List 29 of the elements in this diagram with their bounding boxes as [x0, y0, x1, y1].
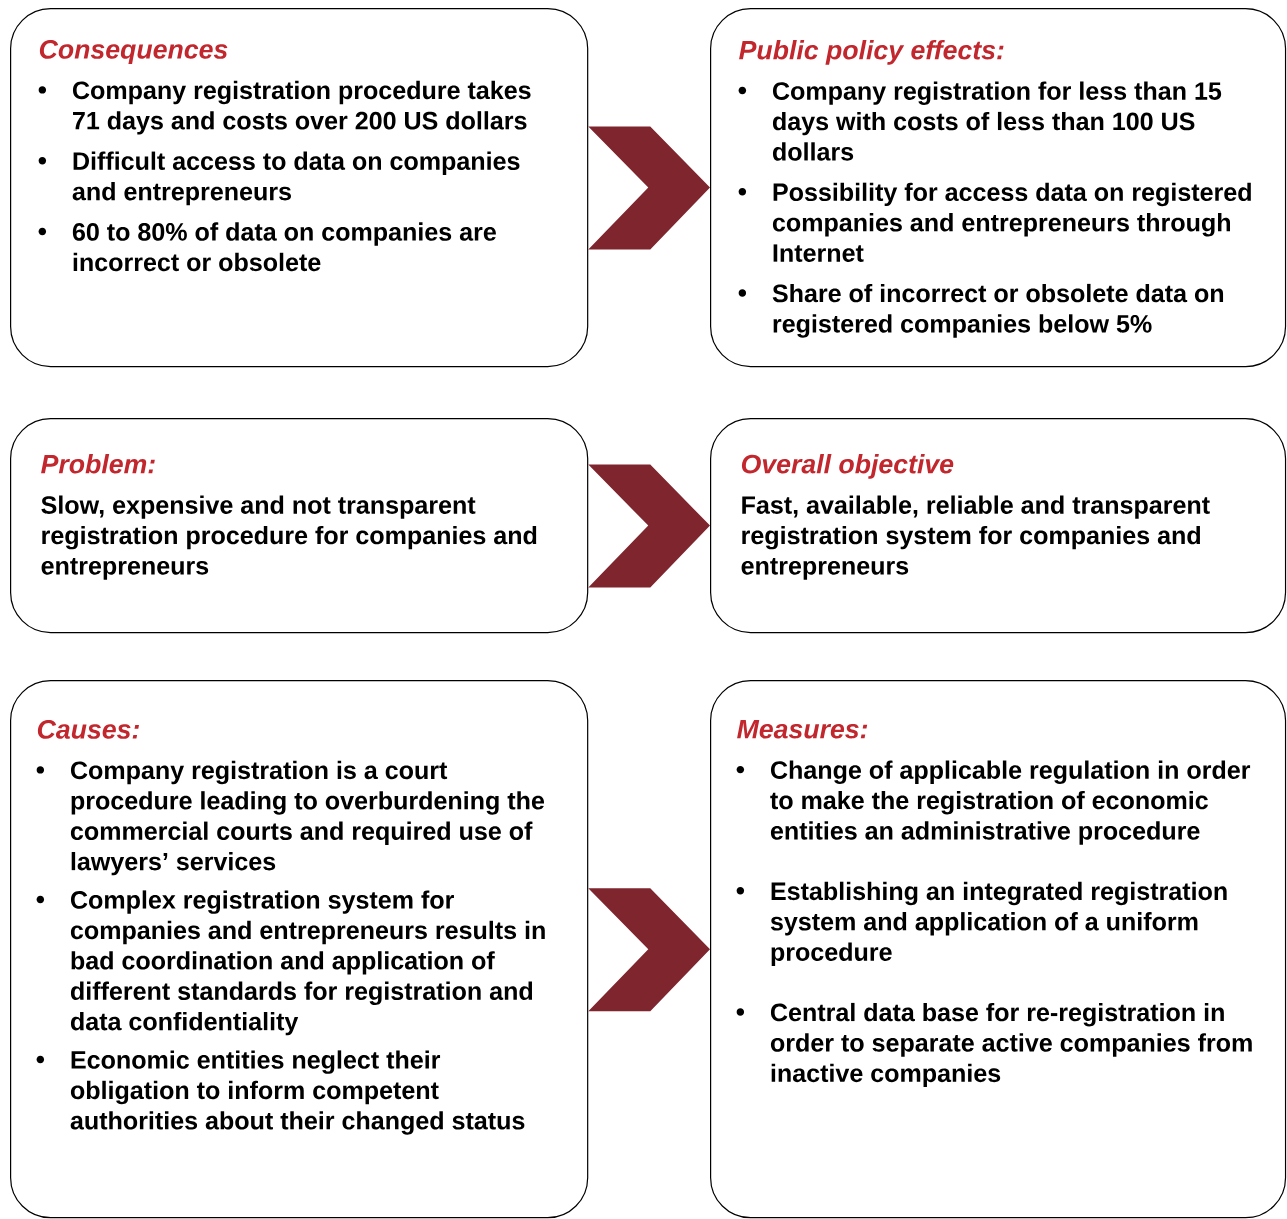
bullet-item: Company registration is a court procedure leading to overburdening the commercial courts and required use of lawyers’ services: [36, 760, 545, 876]
heading: Public policy effects:: [739, 39, 1004, 65]
text-box: [710, 680, 1287, 1219]
bullet-item: Establishing an integrated registration system and application of a uniform procedure: [736, 881, 1227, 966]
text-box: [10, 418, 589, 634]
bullet-item: Company registration procedure takes 71 days and costs over 200 US dollars: [38, 80, 531, 135]
bullet-item: Possibility for access data on registered companies and entrepreneurs through Internet: [738, 182, 1251, 262]
heading: Overall objective: [741, 453, 954, 479]
bullet-item: Economic entities neglect their obligation to inform competent authorities about their changed status: [36, 1050, 525, 1135]
text-box: [10, 8, 589, 368]
body-text: Slow, expensive and not transparent registration procedure for companies and entrepreneurs: [41, 495, 537, 580]
chevron-arrow: [588, 126, 710, 250]
heading: Problem:: [41, 453, 155, 474]
bullet-item: Company registration for less than 15 days with costs of less than 100 US dollars: [738, 81, 1222, 161]
text-box: [710, 418, 1287, 634]
heading: Measures:: [737, 719, 868, 739]
body-text: Fast, available, reliable and transparent registration system for companies and entrepreneurs: [741, 495, 1210, 580]
bullet-item: Complex registration system for companies and entrepreneurs results in bad coordination and application of different standards for registration and data confidentiality: [36, 890, 545, 1036]
heading: Consequences: [39, 39, 228, 65]
bullet-item: Change of applicable regulation in order to make the registration of economic entities an administrative procedure: [736, 760, 1251, 845]
bullet-item: Share of incorrect or obsolete data on registered companies below 5%: [738, 283, 1224, 338]
text-box: [710, 8, 1287, 368]
text-box: [10, 680, 589, 1219]
chevron-arrow: [588, 888, 710, 1012]
bullet-item: Difficult access to data on companies and entrepreneurs: [38, 151, 520, 206]
bullet-item: Central data base for re-registration in order to separate active companies from inactive companies: [736, 1002, 1252, 1088]
bullet-item: 60 to 80% of data on companies are incorrect or obsolete: [38, 222, 496, 272]
chevron-arrow: [588, 464, 710, 588]
heading: Causes:: [37, 719, 139, 739]
